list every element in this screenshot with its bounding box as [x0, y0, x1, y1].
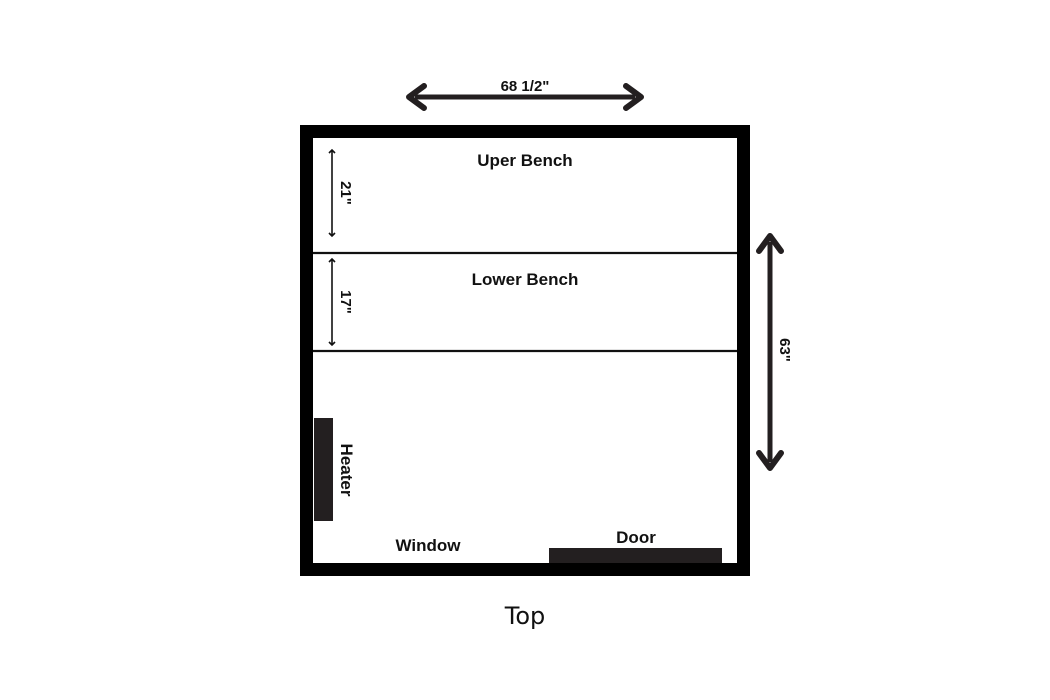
width-dimension-label: 68 1/2": [501, 78, 550, 95]
heater: [314, 418, 333, 521]
heater-label: Heater: [337, 444, 356, 497]
upper-bench-depth-label: 21": [337, 181, 354, 205]
depth-dimension-label: 63": [776, 338, 793, 362]
view-caption: Top: [504, 602, 546, 630]
lower-bench-depth-label: 17": [337, 290, 354, 314]
door-label: Door: [616, 528, 656, 547]
width-dimension-arrow: [406, 83, 644, 111]
depth-dimension-arrow: [756, 233, 784, 471]
door: [549, 548, 722, 563]
upper-bench-label: Uper Bench: [477, 151, 572, 170]
window-label: Window: [396, 536, 462, 555]
lower-bench-label: Lower Bench: [472, 270, 579, 289]
